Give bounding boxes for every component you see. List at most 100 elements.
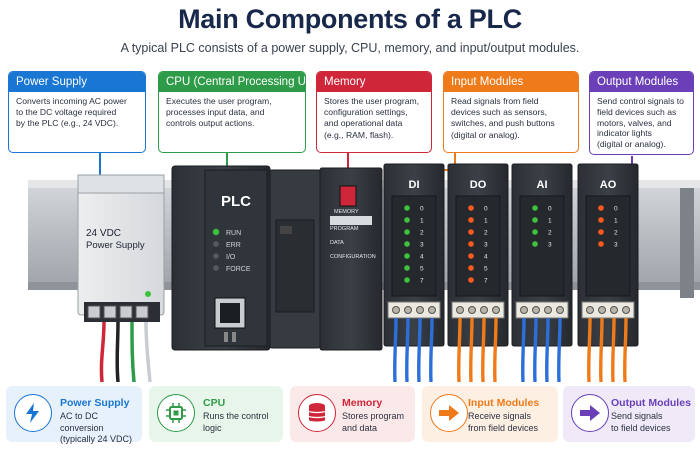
callout-title: Power Supply bbox=[9, 72, 145, 92]
terminal-screw bbox=[404, 306, 412, 314]
legend-desc: Stores program bbox=[342, 411, 405, 421]
field-wire bbox=[587, 317, 592, 382]
power-supply-module: 24 VDC Power Supply bbox=[77, 174, 165, 382]
field-wire bbox=[493, 317, 498, 382]
page-title: Main Components of a PLC bbox=[178, 4, 522, 34]
channel-label: 1 bbox=[420, 218, 424, 225]
arrow-right-icon bbox=[571, 394, 609, 432]
terminal-screw bbox=[598, 306, 606, 314]
psu-label-line1: 24 VDC bbox=[86, 228, 121, 239]
led-err bbox=[213, 241, 219, 247]
field-wire bbox=[533, 317, 538, 382]
channel-led bbox=[468, 265, 474, 271]
legend-desc: Runs the control logic bbox=[203, 411, 269, 433]
field-wire bbox=[599, 317, 604, 382]
field-wire bbox=[611, 317, 616, 382]
led-label-force: FORCE bbox=[226, 266, 251, 273]
terminal-screw bbox=[456, 306, 464, 314]
terminal-screw bbox=[468, 306, 476, 314]
callout-line: (e.g., RAM, flash). bbox=[324, 129, 394, 140]
channel-label: 4 bbox=[420, 254, 424, 261]
channel-label: 3 bbox=[420, 242, 424, 249]
channel-led bbox=[404, 217, 410, 223]
legend-title: Memory bbox=[342, 397, 383, 409]
channel-label: 0 bbox=[548, 206, 552, 213]
callout-line: to the DC voltage required bbox=[16, 107, 117, 118]
legend-title: Power Supply bbox=[60, 397, 130, 409]
callout-line: configuration settings, bbox=[324, 107, 408, 118]
legend-desc: from field devices bbox=[468, 422, 539, 433]
channel-led bbox=[532, 241, 538, 247]
channel-led bbox=[404, 253, 410, 259]
channel-led bbox=[404, 277, 410, 283]
channel-led bbox=[404, 205, 410, 211]
field-wire bbox=[457, 317, 462, 382]
callout-title: Memory bbox=[317, 72, 431, 92]
channel-led bbox=[468, 277, 474, 283]
legend-output-modules: Output Modules Send signals to field dev… bbox=[563, 386, 695, 442]
psu-label-line2: Power Supply bbox=[86, 240, 145, 251]
callout-input-modules: Input Modules Read signals from field de… bbox=[443, 71, 579, 153]
arrow-right-icon bbox=[430, 394, 468, 432]
callout-line: controls output actions. bbox=[166, 118, 255, 129]
terminal-screw bbox=[556, 306, 564, 314]
channel-led bbox=[404, 229, 410, 235]
callout-line: by the PLC (e.g., 24 VDC). bbox=[16, 118, 119, 129]
legend-title: Input Modules bbox=[468, 397, 540, 409]
callout-memory: Memory Stores the user program, configur… bbox=[316, 71, 432, 153]
field-wire bbox=[393, 317, 398, 382]
terminal-screw bbox=[428, 306, 436, 314]
module-tag: DO bbox=[470, 179, 487, 191]
channel-led bbox=[468, 205, 474, 211]
module-tag: AI bbox=[537, 179, 548, 191]
field-wire bbox=[623, 317, 628, 382]
memory-label-configuration: CONFIGURATION bbox=[330, 254, 376, 260]
led-label-run: RUN bbox=[226, 230, 241, 237]
memory-label-program: PROGRAM bbox=[330, 226, 359, 232]
field-wire bbox=[469, 317, 474, 382]
callout-line: Executes the user program, bbox=[166, 96, 272, 106]
callout-line: motors, valves, and bbox=[597, 117, 672, 128]
led-io bbox=[213, 253, 219, 259]
callout-line: indicator lights bbox=[597, 128, 652, 139]
legend-desc: Receive signals bbox=[468, 411, 532, 421]
callout-title: Output Modules bbox=[590, 72, 693, 92]
callout-line: Converts incoming AC power bbox=[16, 96, 127, 106]
terminal-screw bbox=[622, 306, 630, 314]
field-wire bbox=[481, 317, 486, 382]
channel-label: 0 bbox=[614, 206, 618, 213]
database-icon bbox=[298, 394, 336, 432]
callout-line: and operational data bbox=[324, 118, 403, 129]
field-wire bbox=[429, 317, 434, 382]
cpu-label: PLC bbox=[221, 193, 251, 210]
channel-led bbox=[532, 217, 538, 223]
channel-led bbox=[468, 241, 474, 247]
legend-desc: to field devices bbox=[611, 422, 671, 433]
end-bracket bbox=[680, 188, 694, 298]
channel-label: 2 bbox=[420, 230, 424, 237]
channel-label: 3 bbox=[484, 242, 488, 249]
channel-led bbox=[598, 229, 604, 235]
channel-label: 0 bbox=[420, 206, 424, 213]
channel-led bbox=[468, 253, 474, 259]
module-tag: DI bbox=[409, 179, 420, 191]
channel-led bbox=[598, 205, 604, 211]
channel-label: 4 bbox=[484, 254, 488, 261]
channel-led bbox=[598, 241, 604, 247]
channel-led bbox=[598, 217, 604, 223]
callout-line: switches, and push buttons bbox=[451, 118, 555, 129]
legend-title: Output Modules bbox=[611, 397, 691, 409]
legend-desc: (typically 24 VDC) bbox=[60, 434, 133, 444]
channel-led bbox=[532, 205, 538, 211]
legend-desc: AC to DC conversion bbox=[60, 411, 104, 433]
lightning-icon bbox=[14, 394, 52, 432]
terminal-screw bbox=[586, 306, 594, 314]
callout-line: (digital or analog). bbox=[451, 129, 520, 140]
terminal-screw bbox=[392, 306, 400, 314]
led-force bbox=[213, 265, 219, 271]
field-wire bbox=[545, 317, 550, 382]
memory-label-data: DATA bbox=[330, 240, 344, 246]
